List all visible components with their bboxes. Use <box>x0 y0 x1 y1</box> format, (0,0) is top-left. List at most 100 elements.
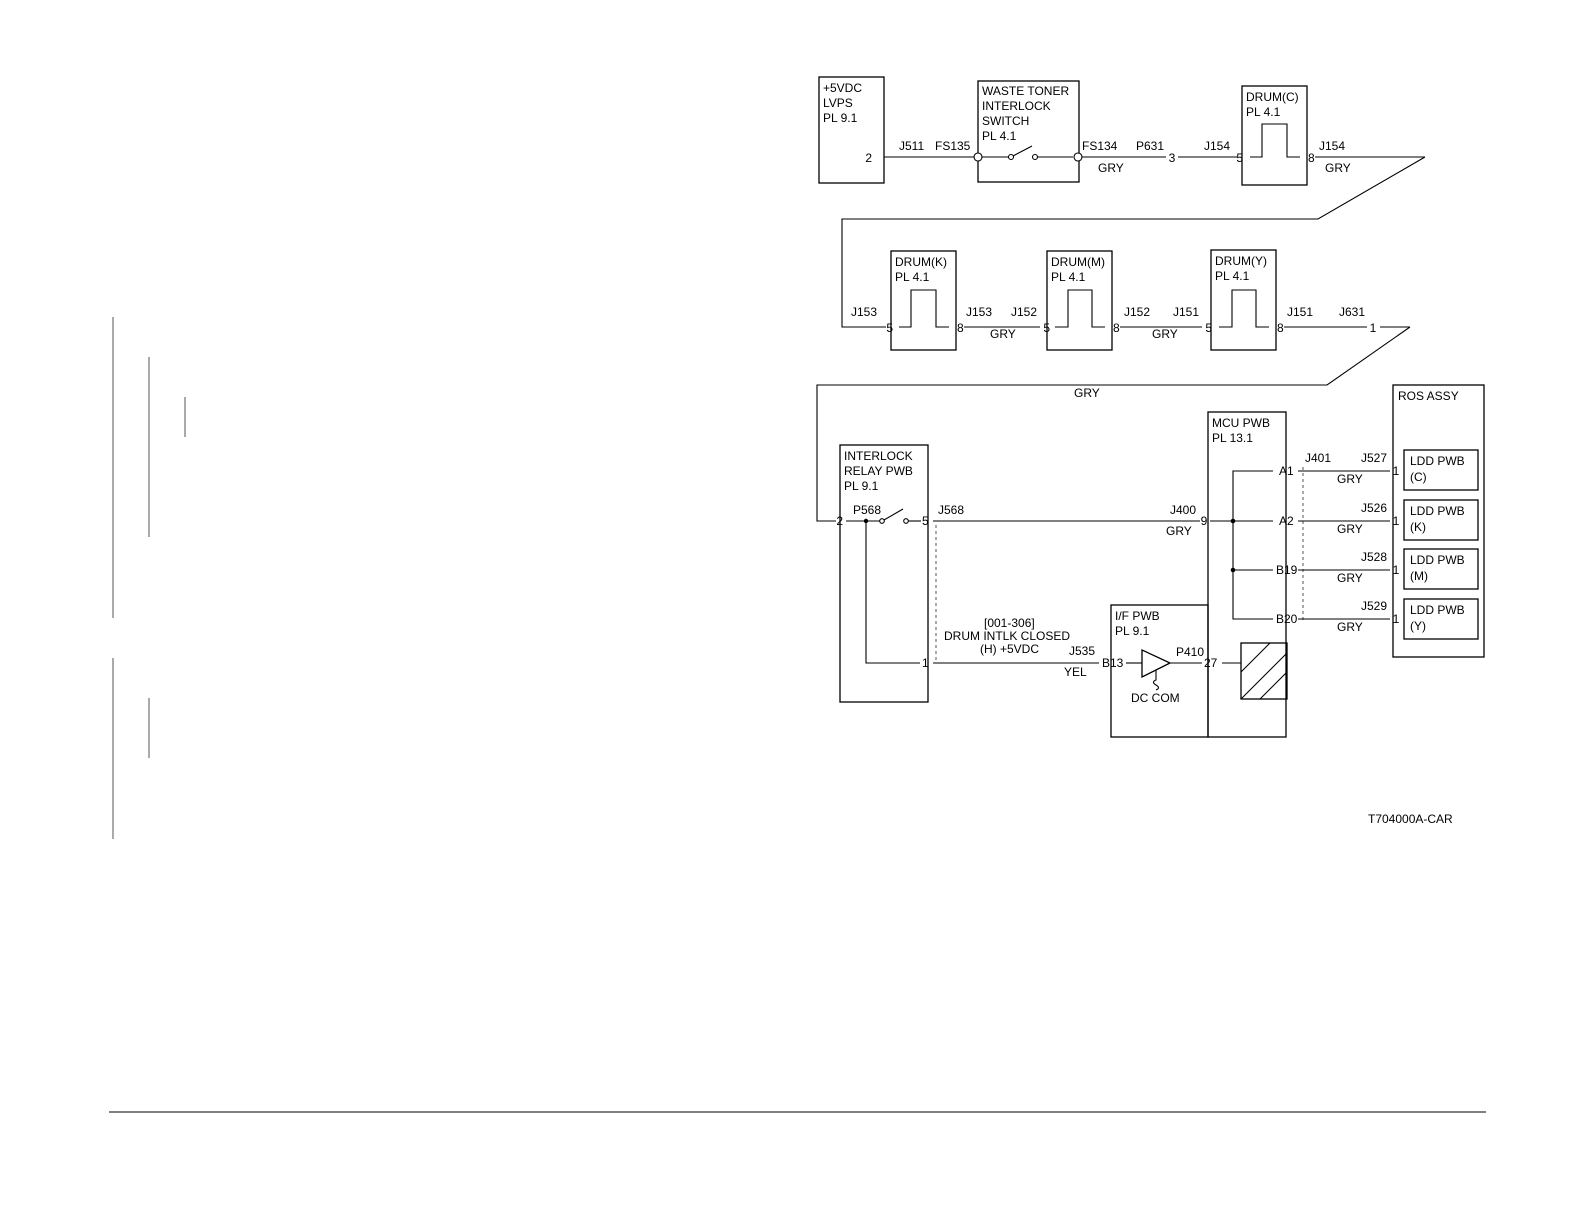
conn-j400: J400 <box>1170 503 1196 517</box>
drum-m-pin-out: 8 <box>1113 321 1120 335</box>
conn-j568: J568 <box>938 503 964 517</box>
signal-name: DRUM INTLK CLOSED <box>944 629 1070 643</box>
wire-gry-3: GRY <box>990 327 1016 341</box>
ldd-label: LDD PWB <box>1410 454 1465 468</box>
mcu-pin: A1 <box>1279 464 1294 478</box>
drum-m-block: DRUM(M) PL 4.1 5 8 <box>1043 250 1120 351</box>
if-pin-27: 27 <box>1204 656 1218 670</box>
ldd-wire-color: GRY <box>1337 571 1363 585</box>
mcu-label-1: MCU PWB <box>1212 416 1270 430</box>
connector-fs134-icon <box>1073 152 1083 162</box>
signal-level: (H) +5VDC <box>980 642 1039 656</box>
drum-k-pin-out: 8 <box>957 321 964 335</box>
conn-j153-b: J153 <box>966 305 992 319</box>
drum-y-pin-out: 8 <box>1277 321 1284 335</box>
ldd-conn: J529 <box>1361 599 1387 613</box>
conn-j151-b: J151 <box>1287 305 1313 319</box>
mcu-pin: B20 <box>1276 612 1298 626</box>
conn-j631: J631 <box>1339 305 1365 319</box>
drum-intlk-signal: [001-306] DRUM INTLK CLOSED (H) +5VDC <box>944 616 1070 656</box>
ldd-label: LDD PWB <box>1410 553 1465 567</box>
ldd-label: LDD PWB <box>1410 603 1465 617</box>
drum-m-label: DRUM(M) <box>1051 255 1105 269</box>
if-pwb-label-1: I/F PWB <box>1115 609 1160 623</box>
drum-k-pin-in: 5 <box>886 321 893 335</box>
drum-c-block: DRUM(C) PL 4.1 5 8 <box>1236 85 1315 186</box>
wire-gry-1: GRY <box>1098 161 1124 175</box>
signal-code: [001-306] <box>984 616 1035 630</box>
relay-label-1: INTERLOCK <box>844 449 913 463</box>
drum-y-label: DRUM(Y) <box>1215 254 1267 268</box>
conn-j511: J511 <box>899 139 924 153</box>
mcu-label-2: PL 13.1 <box>1212 431 1253 445</box>
ldd-conn: J526 <box>1361 501 1387 515</box>
wire-gry-2: GRY <box>1325 161 1351 175</box>
ldd-row-k: A2 J526 GRY 1 LDD PWB (K) <box>1279 499 1479 541</box>
drum-c-label: DRUM(C) <box>1246 90 1299 104</box>
ldd-row-c: A1 J527 GRY 1 LDD PWB (C) <box>1279 449 1479 491</box>
lvps-label-3: PL 9.1 <box>823 111 858 125</box>
conn-j152-b: J152 <box>1124 305 1150 319</box>
drum-k-pl: PL 4.1 <box>895 270 930 284</box>
lvps-label-2: LVPS <box>823 96 853 110</box>
change-bars <box>112 317 186 839</box>
conn-j401: J401 <box>1305 451 1331 465</box>
mcu-pin-9: 9 <box>1201 514 1208 528</box>
relay-pin-2: 2 <box>836 514 843 528</box>
drum-c-pin-out: 8 <box>1308 151 1315 165</box>
figure-id: T704000A-CAR <box>1368 812 1453 826</box>
drum-y-pin-in: 5 <box>1205 321 1212 335</box>
if-pwb-block: I/F PWB PL 9.1 B13 DC COM P410 <box>1102 604 1209 738</box>
waste-toner-label-1: WASTE TONER <box>982 84 1069 98</box>
ldd-label: LDD PWB <box>1410 504 1465 518</box>
if-dc-com: DC COM <box>1131 691 1180 705</box>
pin-3: 3 <box>1169 151 1176 165</box>
waste-toner-label-3: SWITCH <box>982 114 1029 128</box>
ldd-wire-color: GRY <box>1337 620 1363 634</box>
waste-toner-label-2: INTERLOCK <box>982 99 1051 113</box>
mcu-pin: A2 <box>1279 514 1294 528</box>
ldd-pin: 1 <box>1393 514 1400 528</box>
ldd-conn: J527 <box>1361 451 1387 465</box>
ldd-wire-color: GRY <box>1337 472 1363 486</box>
drum-c-pin-in: 5 <box>1236 151 1243 165</box>
conn-fs135: FS135 <box>935 139 971 153</box>
ldd-row-y: B20 J529 GRY 1 LDD PWB (Y) <box>1276 598 1479 640</box>
waste-toner-label-4: PL 4.1 <box>982 129 1017 143</box>
mcu-pwb-block: MCU PWB PL 13.1 <box>1207 411 1287 738</box>
waste-toner-switch-block: WASTE TONER INTERLOCK SWITCH PL 4.1 <box>977 80 1080 183</box>
interlock-relay-block: INTERLOCK RELAY PWB PL 9.1 P568 2 5 1 <box>836 444 929 703</box>
conn-j535: J535 <box>1069 644 1095 658</box>
drum-y-pl: PL 4.1 <box>1215 269 1250 283</box>
pin-1: 1 <box>1370 321 1377 335</box>
drum-m-pl: PL 4.1 <box>1051 270 1086 284</box>
ldd-sub: (K) <box>1410 520 1426 534</box>
wire-gry-5: GRY <box>1074 386 1100 400</box>
conn-fs134: FS134 <box>1082 139 1118 153</box>
wire-gry-4: GRY <box>1152 327 1178 341</box>
drum-c-pl: PL 4.1 <box>1246 105 1281 119</box>
ldd-sub: (M) <box>1410 569 1428 583</box>
ldd-pin: 1 <box>1393 563 1400 577</box>
drum-k-label: DRUM(K) <box>895 255 947 269</box>
if-pin-b13: B13 <box>1102 656 1124 670</box>
ldd-conn: J528 <box>1361 550 1387 564</box>
drum-y-block: DRUM(Y) PL 4.1 5 8 <box>1205 249 1284 351</box>
conn-j151-a: J151 <box>1173 305 1199 319</box>
relay-pin-5: 5 <box>922 514 929 528</box>
ros-title: ROS ASSY <box>1398 389 1459 403</box>
relay-pin-1: 1 <box>922 656 929 670</box>
ldd-row-m: B19 J528 GRY 1 LDD PWB (M) <box>1276 548 1479 590</box>
conn-j153-a: J153 <box>851 305 877 319</box>
ros-assy-block: ROS ASSY <box>1392 384 1485 658</box>
conn-j154-a: J154 <box>1204 139 1230 153</box>
lvps-block: +5VDC LVPS PL 9.1 2 <box>818 76 885 184</box>
ldd-sub: (Y) <box>1410 619 1426 633</box>
mcu-pin: B19 <box>1276 563 1298 577</box>
lvps-pin: 2 <box>865 151 872 165</box>
lvps-label-1: +5VDC <box>823 81 862 95</box>
drum-m-pin-in: 5 <box>1043 321 1050 335</box>
conn-j154-b: J154 <box>1319 139 1345 153</box>
relay-label-2: RELAY PWB <box>844 464 913 478</box>
